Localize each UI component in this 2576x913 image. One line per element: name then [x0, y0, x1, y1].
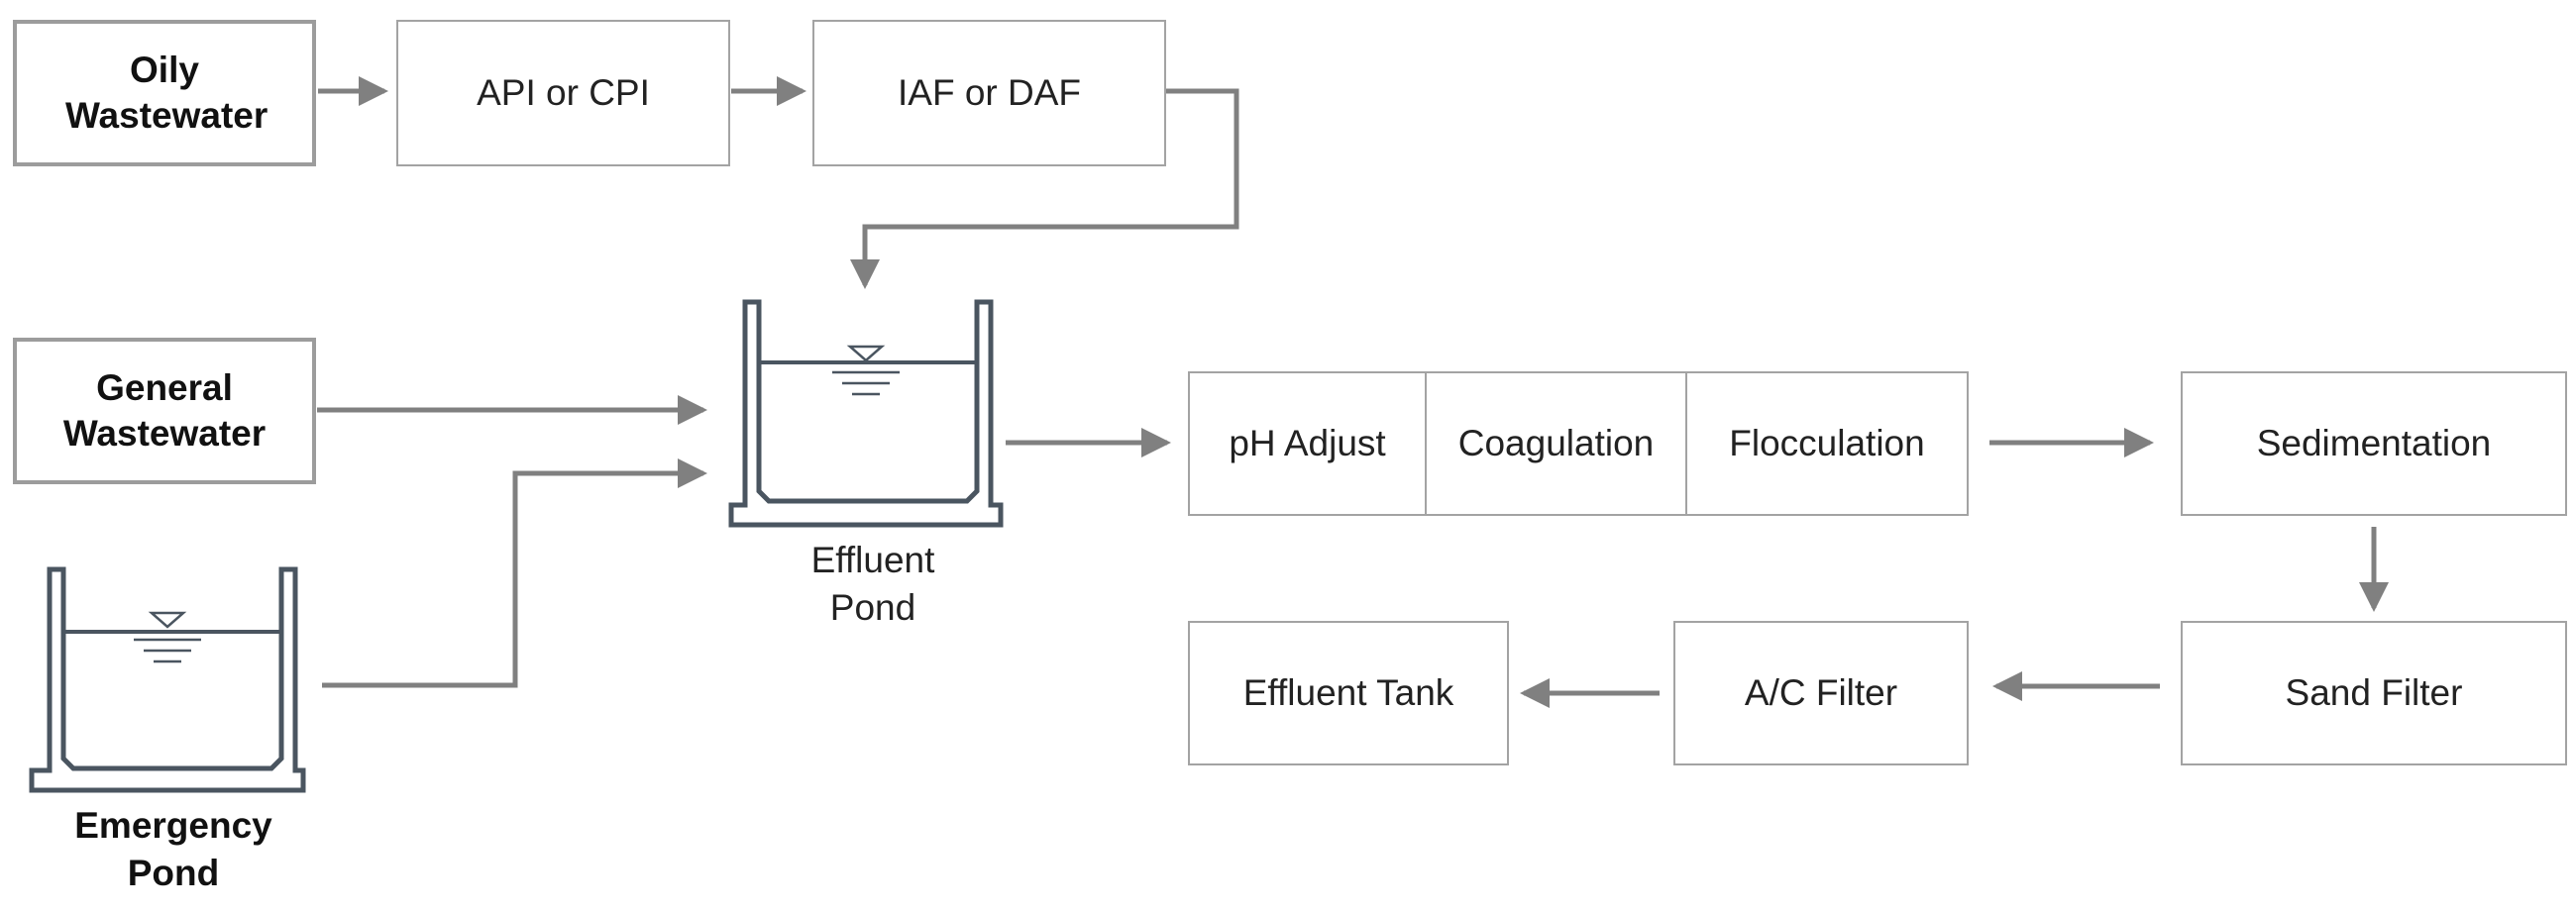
effluent-tank-label: Effluent Tank [1242, 671, 1454, 713]
flocculation-label: Flocculation [1729, 422, 1925, 463]
flocculation-box: Flocculation [1685, 371, 1969, 516]
sand-filter-box: Sand Filter [2181, 621, 2567, 765]
sand-filter-label: Sand Filter [2285, 671, 2463, 713]
oily-wastewater-label: Oily Wastewater [65, 49, 268, 136]
api-cpi-box: API or CPI [396, 20, 730, 166]
sedimentation-box: Sedimentation [2181, 371, 2567, 516]
oily-wastewater-box: Oily Wastewater [13, 20, 316, 166]
ac-filter-box: A/C Filter [1673, 621, 1969, 765]
sedimentation-label: Sedimentation [2256, 422, 2492, 463]
ph-adjust-label: pH Adjust [1229, 422, 1386, 463]
effluent-pond-label: Effluent Pond [810, 540, 935, 629]
arrow-emergency-to-effluent-pond [322, 458, 708, 688]
emergency-pond-tank-icon [29, 566, 306, 793]
iaf-daf-box: IAF or DAF [812, 20, 1166, 166]
coagulation-box: Coagulation [1425, 371, 1687, 516]
iaf-daf-label: IAF or DAF [897, 71, 1082, 113]
general-wastewater-label: General Wastewater [62, 366, 267, 454]
ac-filter-label: A/C Filter [1744, 671, 1898, 713]
effluent-pond-tank-icon [728, 299, 1004, 528]
general-wastewater-box: General Wastewater [13, 338, 316, 484]
coagulation-label: Coagulation [1457, 422, 1655, 463]
arrow-iaf-to-effluent-pond [850, 88, 1239, 290]
emergency-pond-label: Emergency Pond [74, 805, 272, 894]
effluent-tank-box: Effluent Tank [1188, 621, 1509, 765]
api-cpi-label: API or CPI [477, 71, 650, 113]
ph-adjust-box: pH Adjust [1188, 371, 1427, 516]
